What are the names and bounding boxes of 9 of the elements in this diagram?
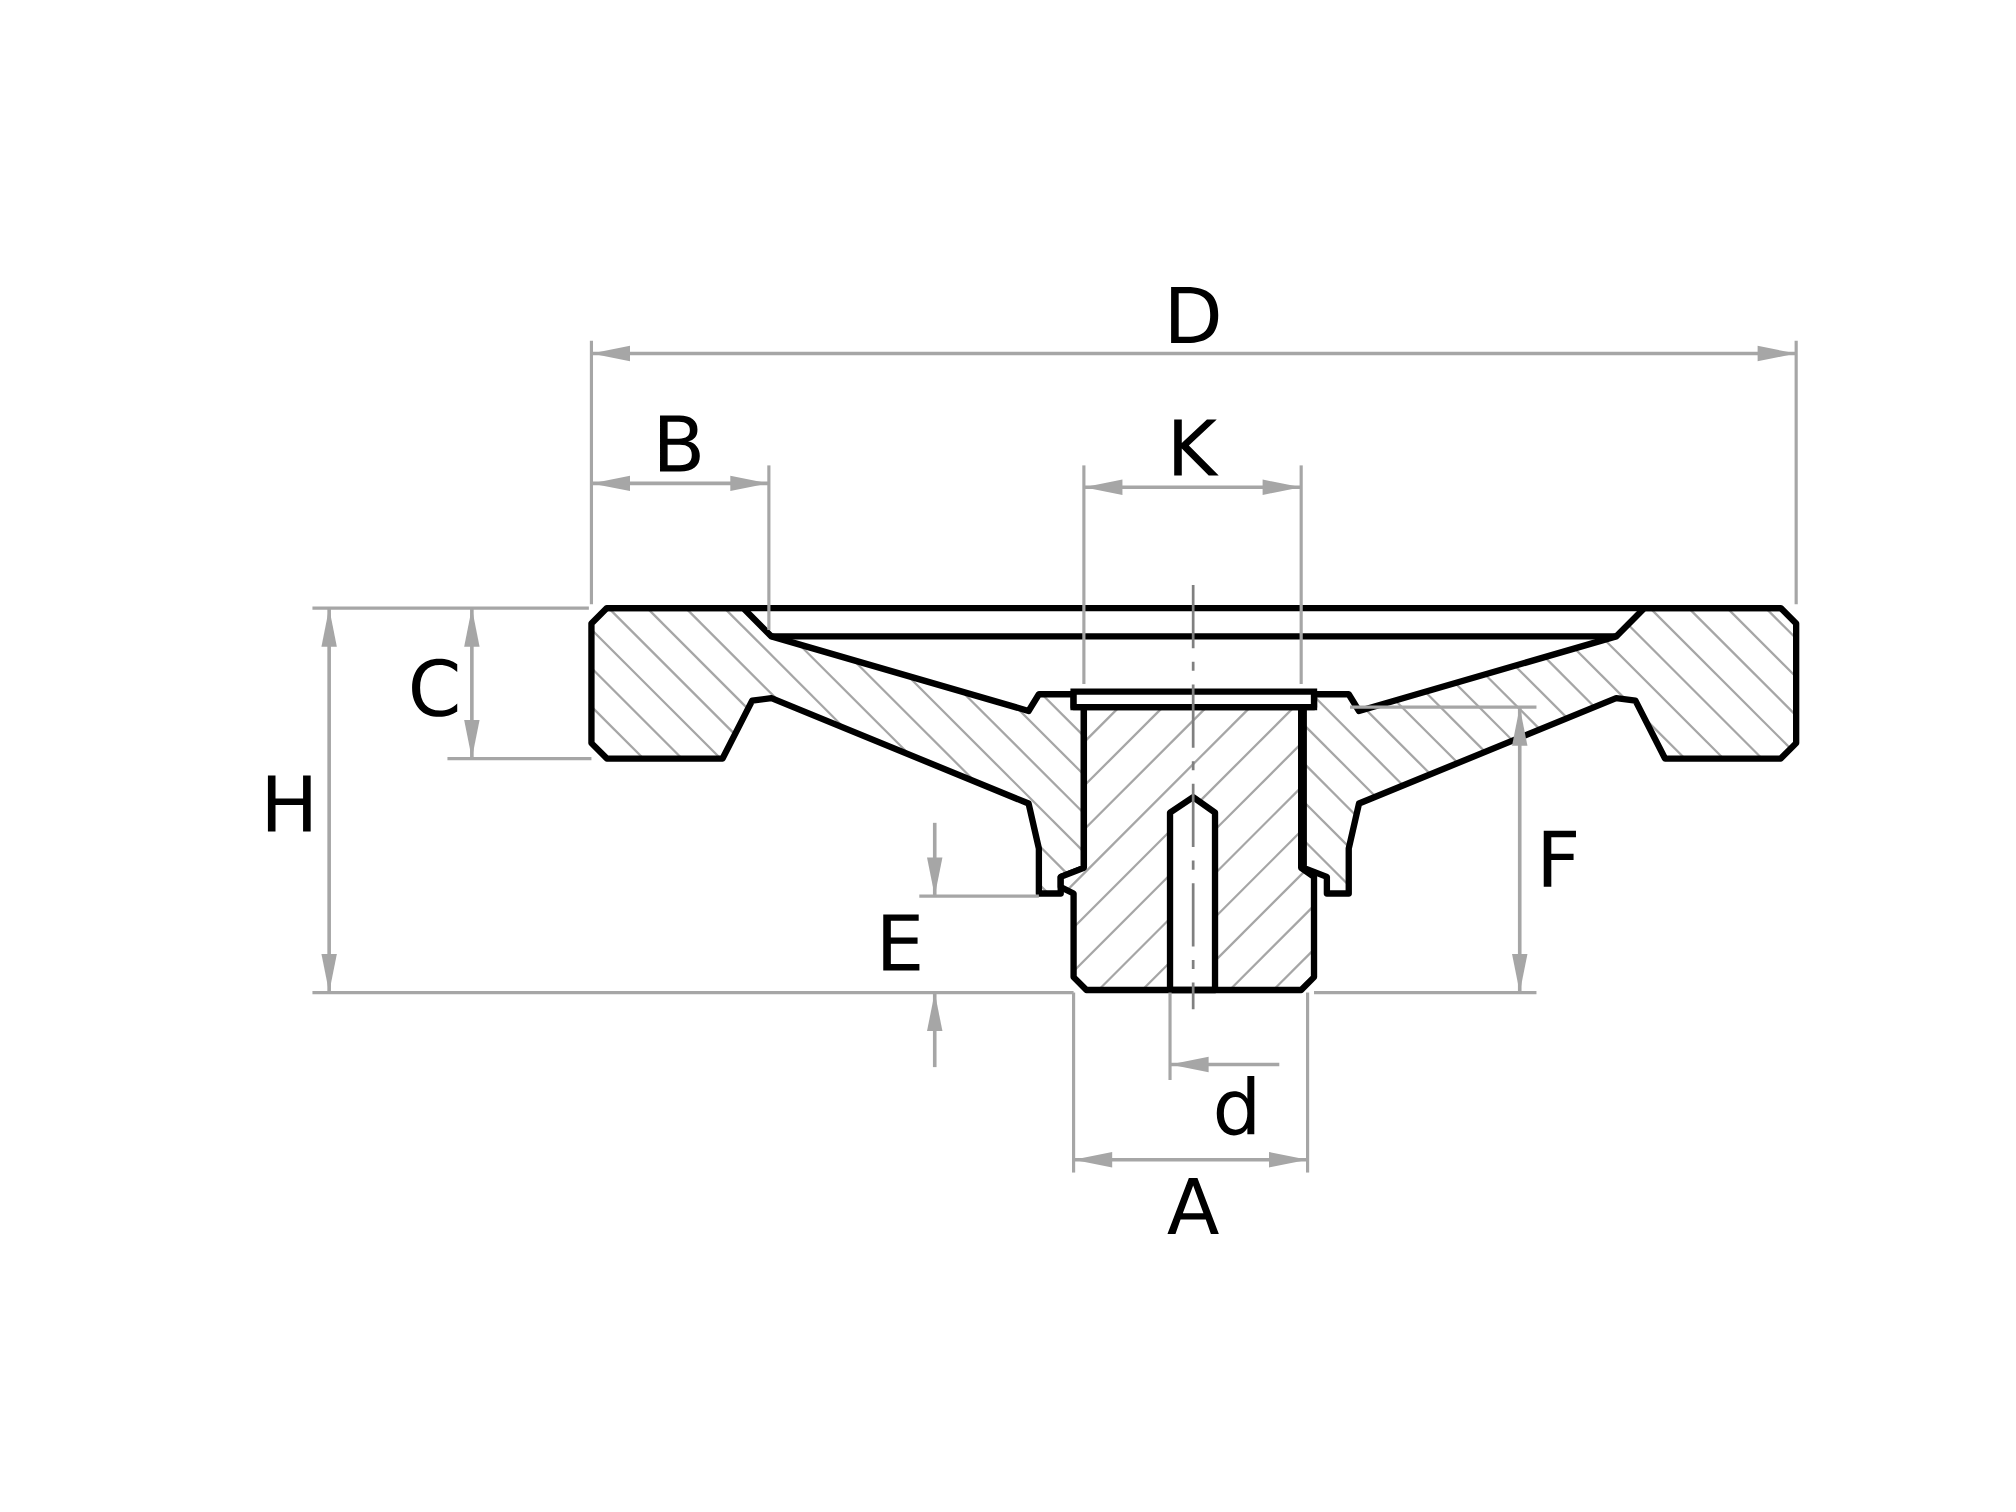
dimension-label: K xyxy=(1174,419,1219,476)
dimension-label: B xyxy=(660,415,700,472)
dimension-label: E xyxy=(883,914,920,971)
dimension-label: d xyxy=(1216,1075,1255,1136)
dimension-label: F xyxy=(1543,830,1576,887)
dimension-label: H xyxy=(267,775,311,832)
dimension-label: A xyxy=(1167,1178,1219,1234)
dimension-label: C xyxy=(412,658,458,717)
dimension-label: D xyxy=(1171,287,1219,343)
